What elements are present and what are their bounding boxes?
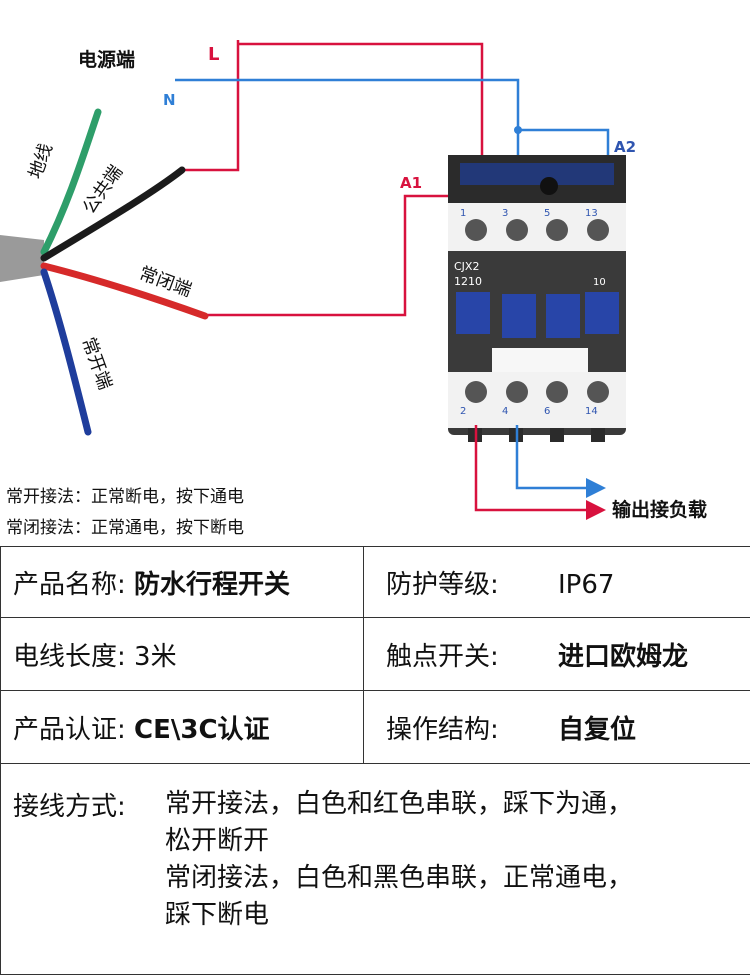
a2-label: A2 [614,138,636,156]
terminal-label-14: 14 [585,406,598,417]
terminal-label-3: 3 [502,208,508,219]
contact-switch-label: 触点开关: [386,636,558,673]
wiring-method-body: 常开接法，白色和红色串联，踩下为通， 松开断开 常闭接法，白色和黑色串联，正常通… [165,786,725,934]
phase-label: L [208,44,219,65]
certification-value: CE\3C认证 [134,715,270,745]
terminal-label-2: 2 [460,406,466,417]
terminal-label-4: 4 [502,406,508,417]
wiring-diagram: 电源端 L N A1 A2 地线 公共端 常闭端 常开端 [0,0,750,545]
product-name-value: 防水行程开关 [134,570,290,600]
wire-length-label: 电线长度: [13,642,126,672]
terminal-label-6: 6 [544,406,550,417]
contactor-rating: 1210 [454,275,482,288]
a1-wire [200,196,466,315]
cable-sheath [0,235,44,282]
structure-label: 操作结构: [386,709,558,746]
output-label: 输出接负载 [612,498,707,521]
ground-wire-label: 地线 [25,141,57,182]
spec-cell: 电线长度: 3米 [1,618,364,691]
phase-top-line [238,44,482,220]
neutral-label: N [163,91,176,109]
product-name-label: 产品名称: [13,570,126,600]
wiring-method-cell: 接线方式: 常开接法，白色和红色串联，踩下为通， 松开断开 常闭接法，白色和黑色… [1,764,750,975]
power-source-label: 电源端 [78,48,135,71]
protection-label: 防护等级: [386,564,558,601]
spec-cell: 产品名称: 防水行程开关 [1,547,364,618]
spec-cell: 触点开关:进口欧姆龙 [364,618,750,691]
wire-length-value: 3米 [134,642,177,672]
neutral-junction [514,126,522,134]
spec-row: 接线方式: 常开接法，白色和红色串联，踩下为通， 松开断开 常闭接法，白色和黑色… [1,764,750,975]
note-no-wiring: 常开接法：正常断电，按下通电 [6,482,244,507]
contactor [448,155,626,442]
wiring-method-label: 接线方式: [13,786,165,823]
spec-cell: 防护等级:IP67 [364,547,750,618]
spec-row: 电线长度: 3米 触点开关:进口欧姆龙 [1,618,750,691]
structure-value: 自复位 [558,715,636,745]
no-wire-label: 常开端 [77,335,115,393]
contactor-aux: 10 [593,277,606,288]
terminal-label-13: 13 [585,208,598,219]
certification-label: 产品认证: [13,715,126,745]
output-red-line [476,425,596,510]
wiring-line: 常闭接法，白色和黑色串联，正常通电， [165,860,725,897]
protection-value: IP67 [558,570,614,600]
spec-cell: 产品认证: CE\3C认证 [1,691,364,764]
contactor-model: CJX2 [454,260,479,273]
terminal-label-5: 5 [544,208,550,219]
spec-table: 产品名称: 防水行程开关 防护等级:IP67 电线长度: 3米 触点开关:进口欧… [0,546,750,975]
contact-switch-value: 进口欧姆龙 [558,642,688,672]
spec-cell: 操作结构:自复位 [364,691,750,764]
spec-row: 产品认证: CE\3C认证 操作结构:自复位 [1,691,750,764]
wiring-line: 常开接法，白色和红色串联，踩下为通， [165,786,725,823]
a1-label: A1 [400,174,422,192]
wiring-line: 踩下断电 [165,897,725,934]
wiring-line: 松开断开 [165,823,725,860]
terminal-label-1: 1 [460,208,466,219]
spec-row: 产品名称: 防水行程开关 防护等级:IP67 [1,547,750,618]
note-nc-wiring: 常闭接法：正常通电，按下断电 [6,513,244,538]
